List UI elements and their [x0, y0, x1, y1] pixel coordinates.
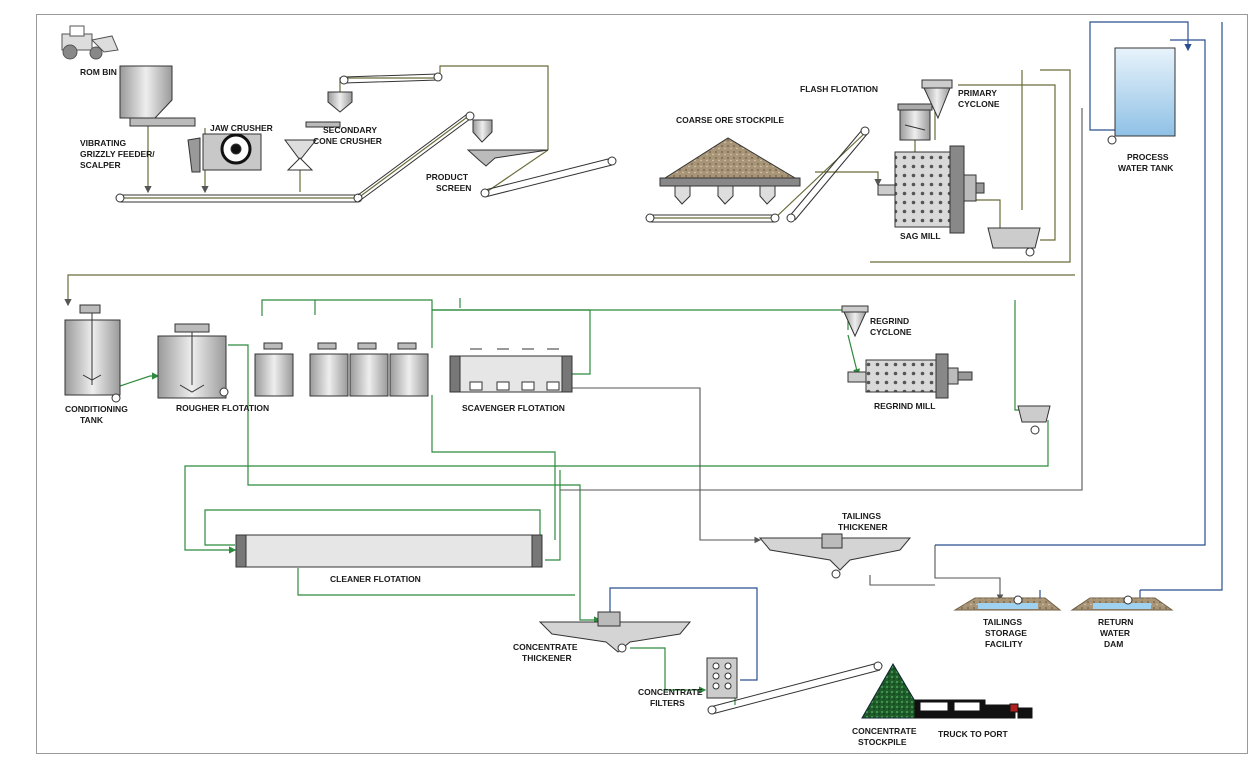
coarse-ore-stockpile: [659, 137, 801, 205]
tailings-flow-lines: [560, 108, 1083, 602]
label-truck: TRUCK TO PORT: [938, 729, 1009, 739]
truck-icon: [914, 699, 1033, 719]
label-secondary: SECONDARY: [323, 125, 377, 135]
label-regrind-cyclone: CYCLONE: [870, 327, 912, 337]
label-sag-mill: SAG MILL: [900, 231, 941, 241]
rougher-flotation-tanks: [157, 323, 429, 399]
concentrate-stockpile: [861, 663, 926, 719]
label-return-water: WATER: [1100, 628, 1130, 638]
loader-icon: [61, 25, 119, 60]
cone-crusher: [284, 91, 353, 171]
conditioning-tank: [64, 304, 121, 403]
label-coarse-ore: COARSE ORE STOCKPILE: [676, 115, 784, 125]
label-rougher: ROUGHER FLOTATION: [176, 403, 269, 413]
grizzly-feeder: [129, 117, 196, 127]
label-conc-thickener-1: CONCENTRATE: [513, 642, 578, 652]
regrind-mill: [847, 353, 973, 399]
diagram-frame: [36, 14, 1248, 754]
ore-flow-lines: [64, 65, 1075, 307]
label-tailings-thickener-2: THICKENER: [838, 522, 888, 532]
label-tailings-thickener-1: TAILINGS: [842, 511, 881, 521]
scavenger-flotation-bank: [449, 348, 573, 393]
label-product: PRODUCT: [426, 172, 469, 182]
label-tsf-1: TAILINGS: [983, 617, 1022, 627]
flash-flotation-cell: [897, 103, 933, 141]
label-vibrating: VIBRATING: [80, 138, 127, 148]
label-conditioning: CONDITIONING: [65, 404, 128, 414]
label-cyclone: CYCLONE: [958, 99, 1000, 109]
label-flash-flotation: FLASH FLOTATION: [800, 84, 878, 94]
label-conc-stockpile-1: CONCENTRATE: [852, 726, 917, 736]
label-primary: PRIMARY: [958, 88, 997, 98]
label-conc-filters-2: FILTERS: [650, 698, 685, 708]
label-scavenger: SCAVENGER FLOTATION: [462, 403, 565, 413]
label-cleaner: CLEANER FLOTATION: [330, 574, 421, 584]
label-tsf-3: FACILITY: [985, 639, 1023, 649]
return-water-dam: [1070, 595, 1174, 611]
labels: ROM BIN VIBRATING GRIZZLY FEEDER/ SCALPE…: [65, 67, 1174, 747]
cleaner-flotation-bank: [235, 534, 543, 568]
label-return: RETURN: [1098, 617, 1133, 627]
label-process: PROCESS: [1127, 152, 1169, 162]
label-screen: SCREEN: [436, 183, 471, 193]
label-scalper: SCALPER: [80, 160, 121, 170]
label-regrind-mill: REGRIND MILL: [874, 401, 935, 411]
label-conditioning-tank: TANK: [80, 415, 104, 425]
water-flow-lines: [609, 21, 1223, 681]
label-tsf-2: STORAGE: [985, 628, 1027, 638]
primary-cyclone: [921, 79, 953, 120]
regrind-cyclone: [841, 305, 869, 338]
pump-boxes: [987, 227, 1051, 435]
product-screen: [466, 119, 549, 167]
conveyors: [115, 72, 883, 715]
rom-bin: [119, 65, 173, 119]
label-cone-crusher: CONE CRUSHER: [313, 136, 382, 146]
tailings-storage-facility: [953, 595, 1062, 611]
sag-mill: [877, 145, 985, 234]
label-conc-stockpile-2: STOCKPILE: [858, 737, 907, 747]
process-water-tank: [1107, 47, 1176, 145]
label-jaw-crusher: JAW CRUSHER: [210, 123, 273, 133]
label-rom-bin: ROM BIN: [80, 67, 117, 77]
tailings-thickener: [758, 533, 912, 579]
concentrate-thickener: [538, 611, 692, 653]
label-return-dam: DAM: [1104, 639, 1123, 649]
label-grizzly: GRIZZLY FEEDER/: [80, 149, 155, 159]
label-regrind: REGRIND: [870, 316, 909, 326]
label-conc-filters-1: CONCENTRATE: [638, 687, 703, 697]
label-water-tank: WATER TANK: [1118, 163, 1174, 173]
concentrate-filters: [706, 657, 738, 699]
jaw-crusher: [187, 133, 262, 173]
label-conc-thickener-2: THICKENER: [522, 653, 572, 663]
